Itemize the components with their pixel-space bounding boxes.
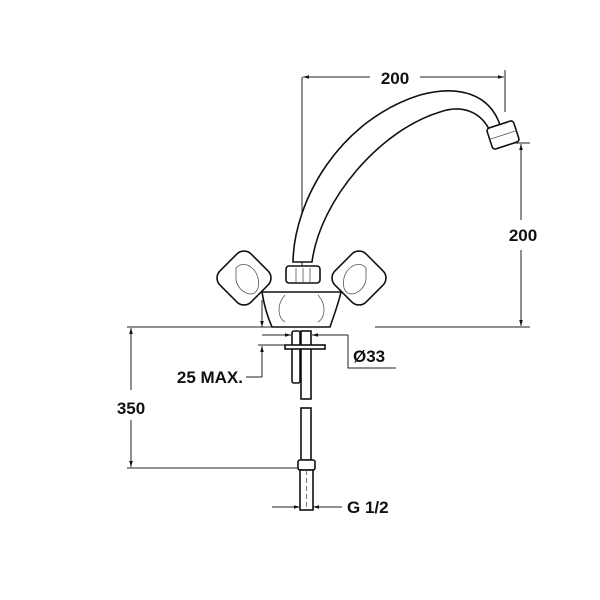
aerator-nozzle [486, 120, 520, 150]
mounting-parts [284, 330, 326, 511]
supply-pipe-lower [300, 407, 312, 461]
dimension-total-height: 350 [117, 328, 298, 469]
dimension-label-thread: G 1/2 [347, 498, 389, 517]
right-handle [331, 250, 387, 306]
spout [292, 90, 520, 263]
dimension-label-diameter: Ø33 [353, 347, 385, 366]
left-handle [216, 250, 272, 306]
dimension-deck-thickness: 25 MAX. [177, 300, 292, 387]
connection-nut [297, 459, 316, 471]
fixing-rod [291, 330, 301, 384]
washer [284, 344, 326, 350]
faucet-body [261, 265, 343, 328]
dimension-label-350: 350 [117, 399, 145, 418]
dimension-spout-height: 200 [375, 142, 537, 328]
dimension-hole-diameter: Ø33 [262, 333, 396, 369]
dimension-label-25-max: 25 MAX. [177, 368, 243, 387]
dimension-thread: G 1/2 [272, 498, 389, 517]
dimension-label-height: 200 [509, 226, 537, 245]
dimension-label-reach: 200 [381, 69, 409, 88]
supply-pipe-upper [300, 330, 312, 400]
